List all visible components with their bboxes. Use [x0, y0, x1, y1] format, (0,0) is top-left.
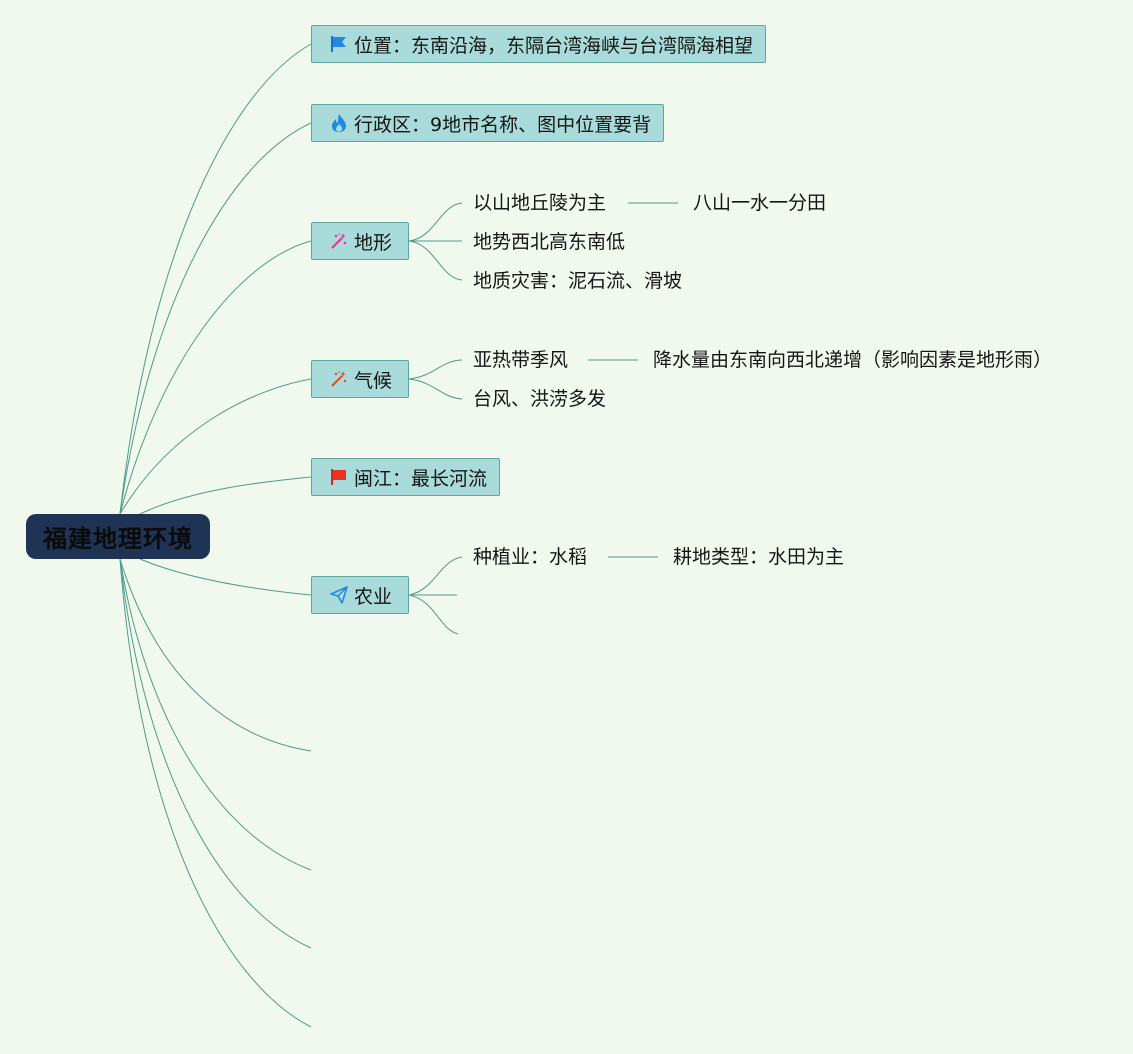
connector-climate-1 — [408, 359, 463, 380]
topic-terrain[interactable]: 地形 — [311, 222, 409, 260]
topic-agriculture[interactable]: 农业 — [311, 576, 409, 614]
topic-location[interactable]: 位置：东南沿海，东隔台湾海峡与台湾隔海相望 — [311, 25, 767, 63]
topic-climate-label: 气候 — [354, 369, 393, 392]
connector-root-empty-4 — [119, 558, 312, 1028]
topic-location-label: 位置：东南沿海，东隔台湾海峡与台湾隔海相望 — [354, 34, 754, 57]
paper-plane-icon — [329, 585, 349, 605]
blue-flag-icon — [329, 34, 349, 54]
connector-climate-2 — [408, 378, 463, 400]
connector-terrain-3 — [408, 240, 463, 281]
agriculture-item-planting[interactable]: 种植业：水稻 — [473, 546, 588, 568]
root-node[interactable]: 福建地理环境 — [26, 514, 210, 559]
connector-root-empty-1 — [119, 558, 312, 752]
connector-terrain-1 — [408, 202, 463, 242]
terrain-item-hazards[interactable]: 地质灾害：泥石流、滑坡 — [473, 270, 683, 292]
topic-admin-division[interactable]: 行政区：9地市名称、图中位置要背 — [311, 104, 665, 142]
agriculture-item-farmland[interactable]: 耕地类型：水田为主 — [673, 546, 845, 568]
climate-item-typhoon[interactable]: 台风、洪涝多发 — [473, 388, 607, 410]
topic-climate[interactable]: 气候 — [311, 360, 409, 398]
red-flag-icon — [329, 467, 349, 487]
connector-root-climate — [119, 378, 312, 515]
topic-agriculture-label: 农业 — [354, 585, 393, 608]
terrain-item-mountains-detail[interactable]: 八山一水一分田 — [693, 192, 827, 214]
topic-admin-label: 行政区：9地市名称、图中位置要背 — [354, 113, 652, 136]
connector-root-admin — [119, 122, 312, 515]
topic-minjiang[interactable]: 闽江：最长河流 — [311, 458, 501, 496]
climate-item-monsoon[interactable]: 亚热带季风 — [473, 349, 569, 371]
magic-wand-icon — [329, 369, 349, 389]
connector-root-agriculture — [139, 558, 312, 596]
terrain-item-mountains[interactable]: 以山地丘陵为主 — [473, 192, 607, 214]
flame-icon — [329, 113, 349, 133]
connector-root-minjiang — [139, 476, 312, 515]
root-label: 福建地理环境 — [43, 525, 193, 553]
connector-agri-1 — [408, 556, 463, 596]
connector-root-empty-2 — [119, 558, 312, 871]
magic-wand-icon — [329, 231, 349, 251]
connector-root-terrain — [119, 240, 312, 515]
terrain-item-slope[interactable]: 地势西北高东南低 — [473, 231, 626, 253]
connector-root-empty-3 — [119, 558, 312, 949]
connector-agri-3 — [408, 594, 459, 635]
connector-root-location — [119, 43, 312, 515]
climate-item-precipitation[interactable]: 降水量由东南向西北递增（影响因素是地形雨） — [653, 349, 1053, 371]
topic-minjiang-label: 闽江：最长河流 — [354, 467, 488, 490]
topic-terrain-label: 地形 — [354, 231, 393, 254]
